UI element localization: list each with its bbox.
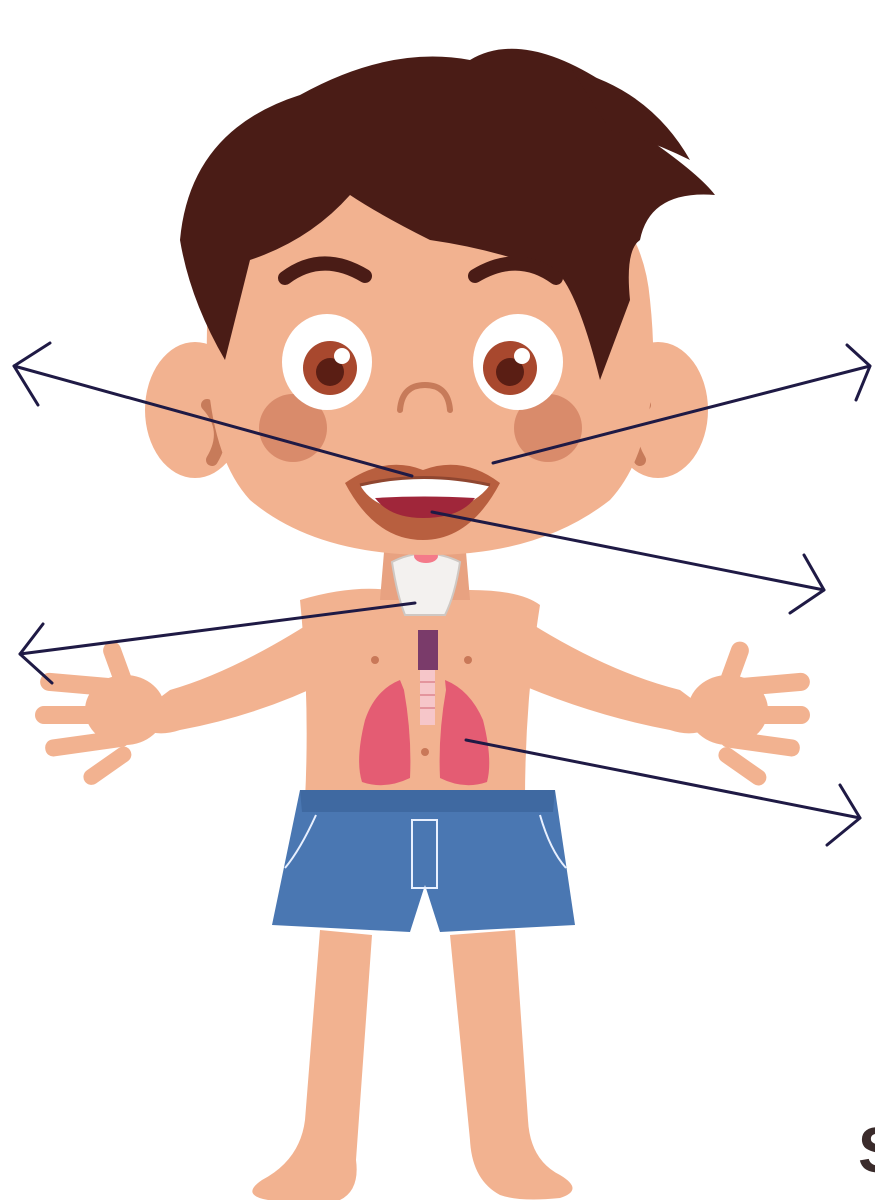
left-hand — [35, 639, 165, 788]
right-hand — [688, 639, 811, 789]
legs — [252, 930, 572, 1200]
nipple-left — [371, 656, 379, 664]
nipple-right — [464, 656, 472, 664]
navel — [421, 748, 429, 756]
trachea-icon — [418, 630, 438, 725]
shorts — [272, 790, 575, 932]
corner-text-bottom-right: S — [858, 1118, 875, 1182]
